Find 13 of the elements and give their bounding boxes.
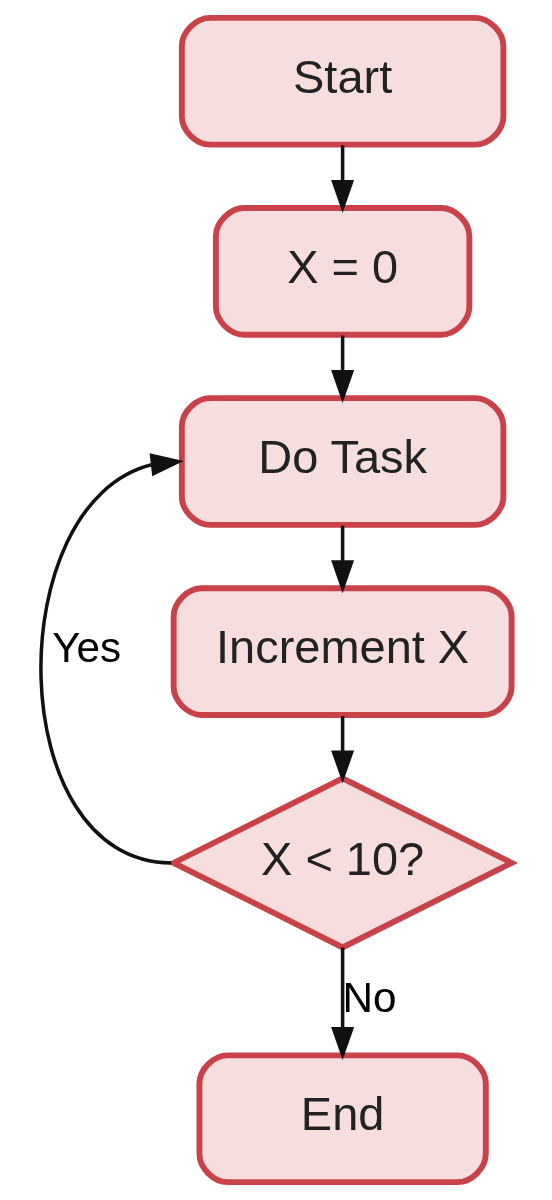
edge-label: No <box>342 973 397 1021</box>
edge-label: Yes <box>52 623 122 671</box>
node-box: Do Task <box>178 395 507 528</box>
arrow <box>331 715 355 784</box>
node-box: Start <box>178 14 507 148</box>
arrow <box>331 947 355 1060</box>
arrow <box>331 525 355 594</box>
arrow <box>331 335 355 404</box>
arrow <box>39 453 184 865</box>
node-box: End <box>196 1052 489 1186</box>
arrow <box>331 145 355 213</box>
node-box: X = 0 <box>212 205 473 338</box>
node-box: Increment X <box>170 585 515 718</box>
